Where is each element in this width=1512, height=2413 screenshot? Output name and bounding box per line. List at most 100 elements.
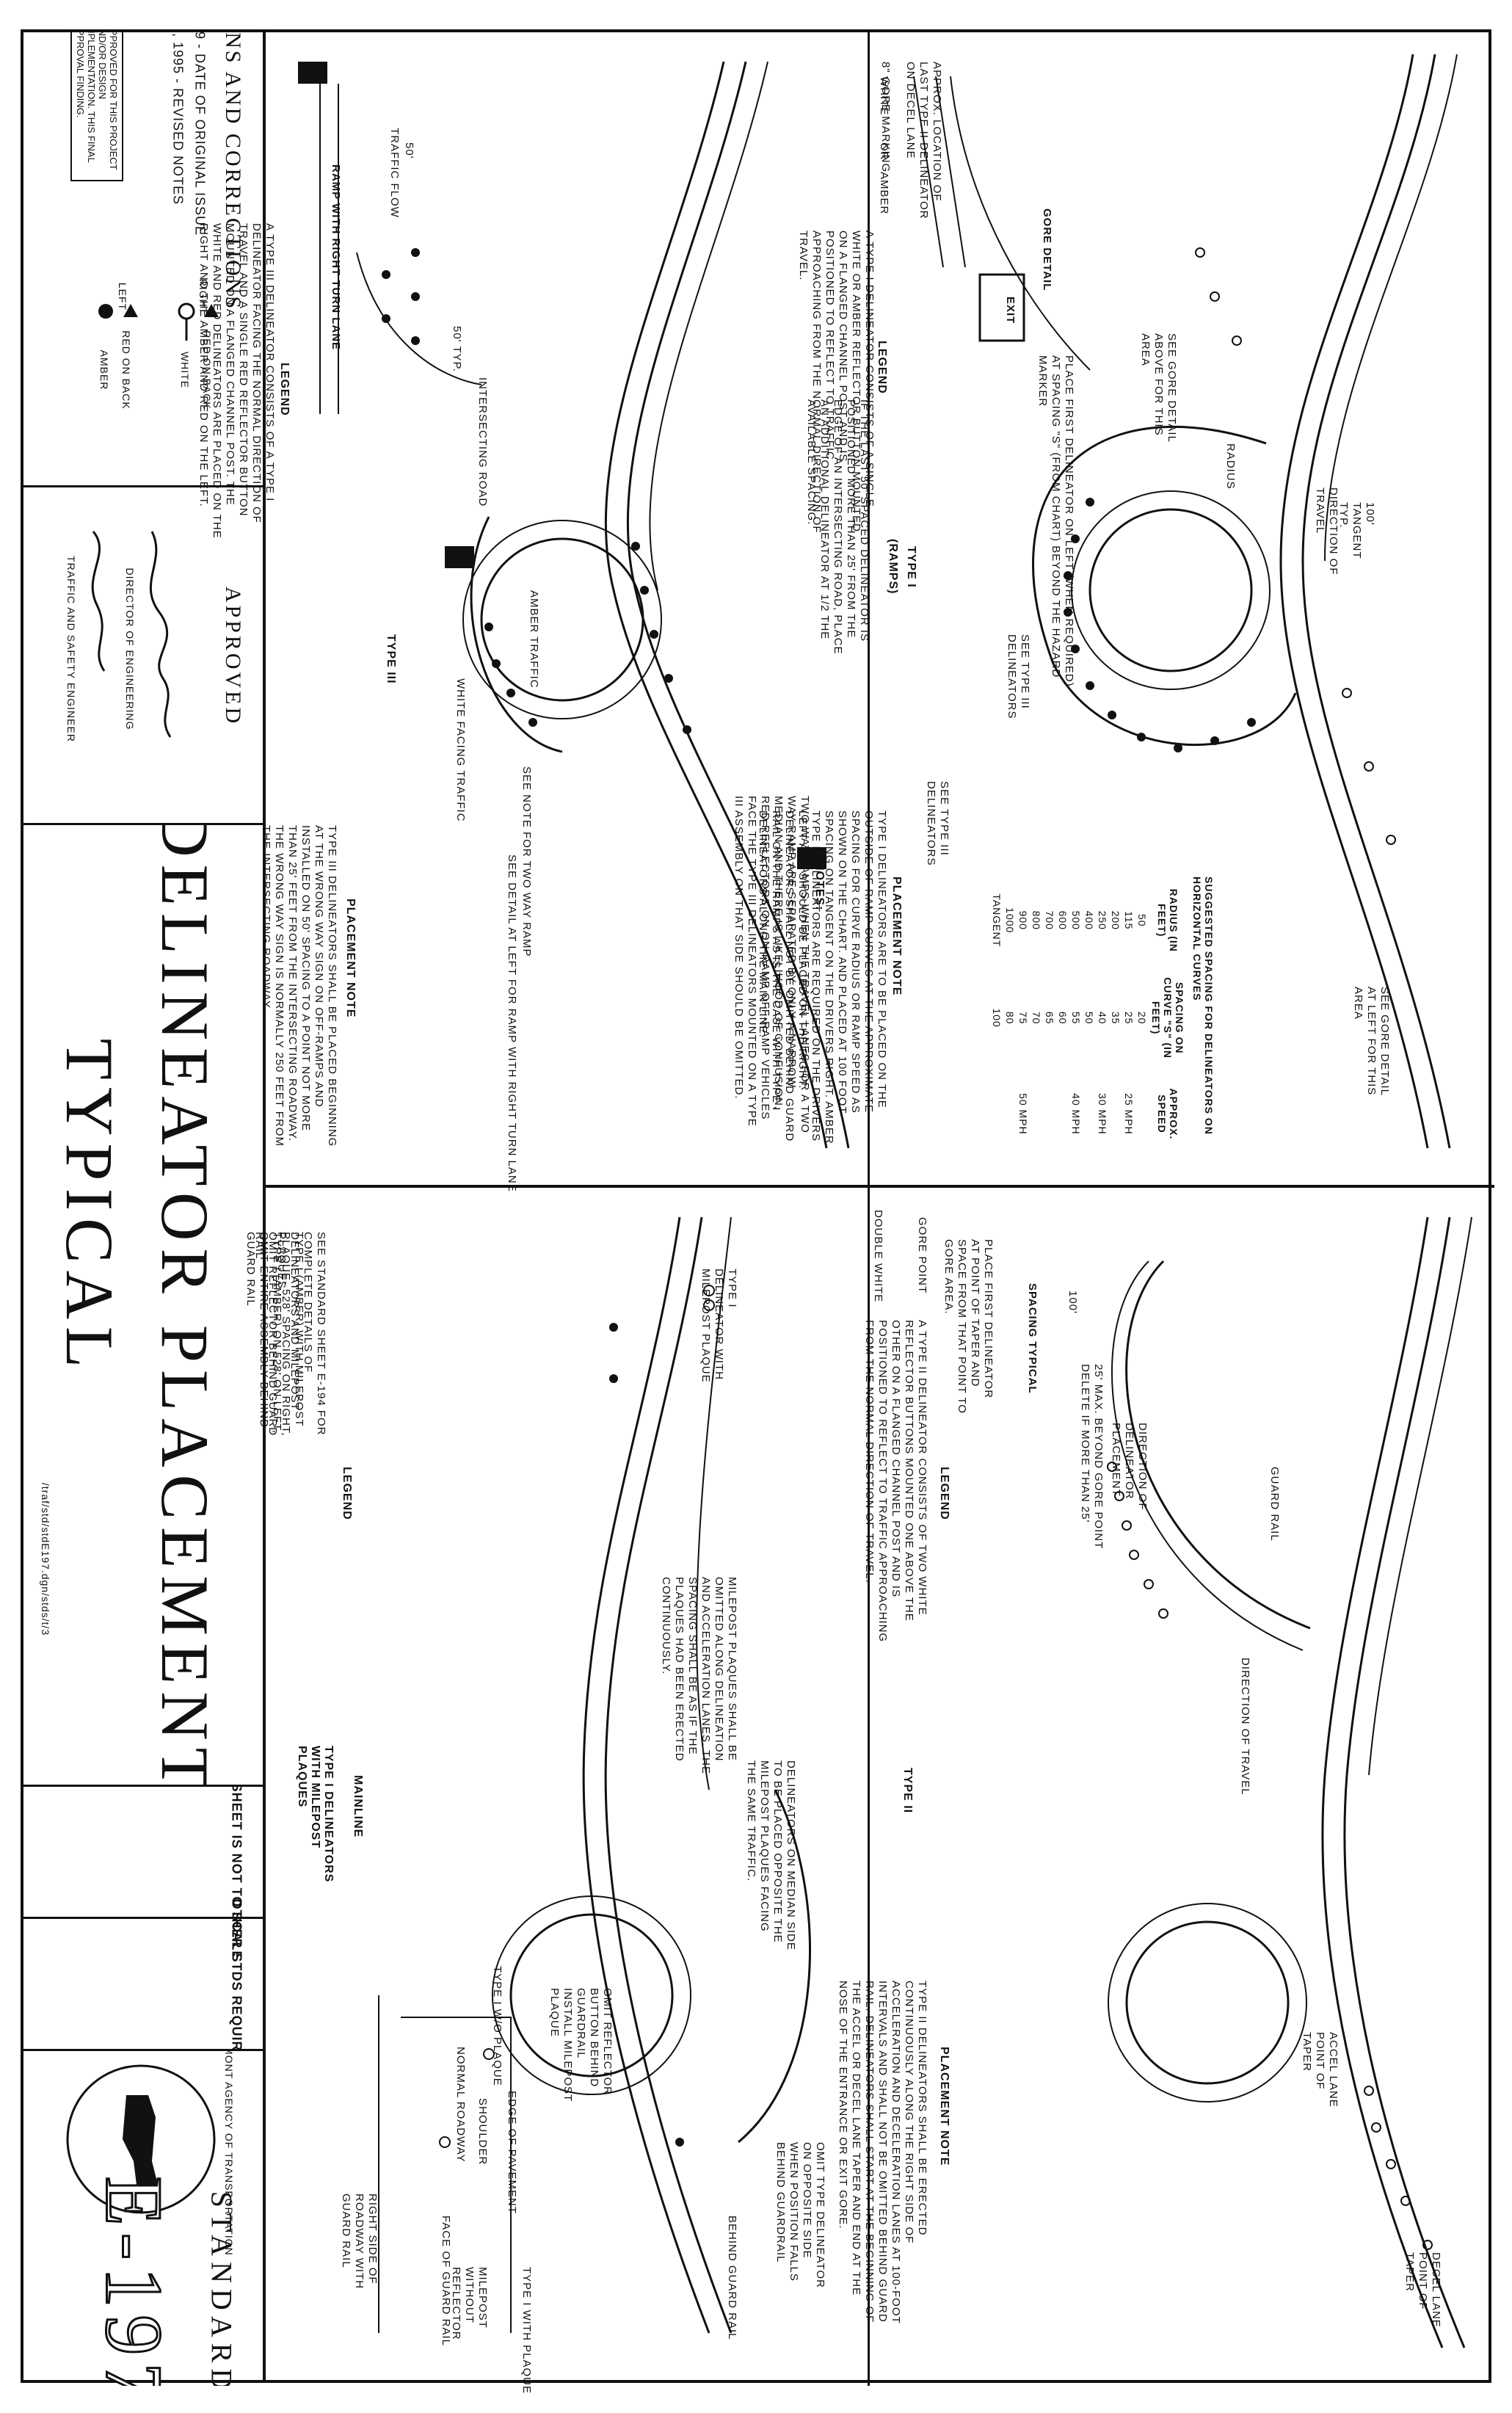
spacing-cell: 115 bbox=[1123, 911, 1135, 930]
legend-color-or: OR bbox=[878, 142, 890, 161]
direction-travel-label: DIRECTION OF TRAVEL bbox=[1314, 487, 1340, 576]
spacing-typical-heading: SPACING TYPICAL bbox=[1026, 1283, 1039, 1394]
spacing-cell: 600 bbox=[1057, 910, 1069, 930]
type2-legend-heading: LEGEND bbox=[938, 1467, 951, 1520]
type3-heading: TYPE III bbox=[385, 634, 397, 684]
accel-lane-label: ACCEL LANE POINT OF TAPER bbox=[1301, 2032, 1340, 2108]
main-title-line1: DELINEATOR PLACEMENT bbox=[148, 825, 222, 1787]
median-note: DELINEATORS ON MEDIAN SIDE TO BE PLACED … bbox=[745, 1760, 797, 1951]
spacing-cell: 40 bbox=[1097, 1011, 1108, 1025]
standard-label: STANDARD bbox=[205, 2191, 239, 2386]
approved-cell: APPROVED DIRECTOR OF ENGINEERING TRAFFIC… bbox=[23, 487, 263, 825]
spacing-cell: 70 bbox=[1031, 1011, 1042, 1025]
type3-placement-heading: PLACEMENT NOTE bbox=[344, 899, 357, 1018]
see-gore-label: SEE GORE DETAIL ABOVE FOR THIS AREA bbox=[1139, 333, 1178, 443]
right-side-label: RIGHT SIDE OF ROADWAY WITH GUARD RAIL bbox=[340, 2194, 379, 2290]
spacing-cell: 250 bbox=[1097, 910, 1108, 930]
white-facing-label: WHITE FACING TRAFFIC bbox=[454, 678, 467, 822]
exit-sign-text: EXIT bbox=[1004, 297, 1017, 324]
spacing-100-label: 100' bbox=[1066, 1291, 1079, 1314]
spacing-cell: 400 bbox=[1083, 910, 1095, 930]
shoulder-label: SHOULDER bbox=[476, 2098, 489, 2166]
intersecting-road-label: INTERSECTING ROAD bbox=[476, 377, 489, 507]
spacing-row: 250 40 30 MPH bbox=[1096, 877, 1109, 1156]
milepost-note: MILEPOST PLAQUES SHALL BE OMITTED ALONG … bbox=[660, 1577, 738, 1775]
spacing-chart: SUGGESTED SPACING FOR DELINEATORS ON HOR… bbox=[990, 877, 1215, 1156]
guard-rail-label: GUARD RAIL bbox=[1268, 1467, 1281, 1542]
type1-legend-text: A TYPE I DELINEATOR CONSISTS OF A SINGLE… bbox=[797, 231, 876, 534]
mainline-subheading: TYPE I DELINEATORS WITH MILEPOST PLAQUES bbox=[296, 1746, 335, 1883]
tangent-label: 100' TANGENT TYP. bbox=[1337, 502, 1376, 559]
signer-1-title: DIRECTOR OF ENGINEERING bbox=[124, 567, 136, 730]
mainline-drawing bbox=[378, 1216, 811, 2334]
wrong-way-sign-icon-3 bbox=[797, 847, 826, 869]
spacing-cell: 50 bbox=[1136, 913, 1148, 927]
type1-legend-heading: LEGEND bbox=[876, 341, 888, 394]
wrong-way-sign-icon-2 bbox=[445, 546, 474, 568]
type3-drawing bbox=[298, 61, 850, 1149]
spacing-cell: 25 bbox=[1123, 1011, 1135, 1025]
spacing-cell: TANGENT bbox=[991, 893, 1003, 948]
gore-detail-heading: GORE DETAIL bbox=[1041, 208, 1053, 291]
other-stds: OTHER STDS REQUIRED bbox=[229, 1898, 244, 2051]
amber-reflector-icon bbox=[98, 304, 113, 319]
type2-drawing bbox=[1107, 1216, 1472, 2348]
spacing-cell: 900 bbox=[1017, 910, 1029, 930]
spacing-cell: 20 bbox=[1136, 1011, 1148, 1025]
type1-subheading: (RAMPS) bbox=[887, 539, 899, 595]
spacing-cell: 25 MPH bbox=[1123, 1093, 1135, 1135]
spacing-cell: 800 bbox=[1031, 910, 1042, 930]
panel-mainline: TYPE I DELINEATOR WITH MILEPOST PLAQUE S… bbox=[244, 1188, 868, 2394]
spacing-cell: 30 MPH bbox=[1097, 1093, 1108, 1135]
signatures bbox=[91, 531, 172, 738]
spacing-cell: 200 bbox=[1110, 910, 1122, 930]
standard-number: E-197 bbox=[88, 2175, 180, 2386]
direction-delineator-label: DIRECTION OF DELINEATOR PLACEMENT bbox=[1110, 1423, 1149, 1511]
main-title-line2: TYPICAL bbox=[52, 1038, 127, 1376]
chart-header-radius: RADIUS (IN FEET) bbox=[1156, 888, 1180, 952]
spacing-row: 115 25 25 MPH bbox=[1122, 877, 1135, 1156]
approx-location-label: APPROX. LOCATION OF LAST TYPE II DELINEA… bbox=[904, 62, 943, 219]
signature-2 bbox=[91, 531, 106, 672]
type3-legend-heading: LEGEND bbox=[278, 363, 291, 416]
file-path: /traf/std/stdE197.dgn/stds/t/3 bbox=[40, 1482, 51, 1636]
edge-pavement-label: EDGE OF PAVEMENT bbox=[506, 2091, 518, 2214]
spacing-cell: 50 MPH bbox=[1017, 1093, 1029, 1135]
type3-delineators bbox=[382, 248, 691, 734]
type2-legend-color: DOUBLE WHITE bbox=[872, 1210, 884, 1303]
traffic-flow-label: TRAFFIC FLOW bbox=[388, 128, 401, 218]
white-reflector-icon bbox=[178, 302, 195, 320]
exit-sign-icon bbox=[978, 273, 1025, 342]
drawing-sheet: REVISIONS AND CORRECTIONS JAN. 23, 1989 … bbox=[21, 29, 1494, 2394]
amber-traffic-label: AMBER TRAFFIC bbox=[528, 590, 540, 689]
mainline-legend-2: TYPE I (AMBER) ON 528' ON LEFT, OMIT ENT… bbox=[244, 1232, 283, 1434]
spacing-cell: 700 bbox=[1044, 910, 1055, 930]
type1-plaque-label: TYPE I W/O PLAQUE bbox=[491, 1966, 504, 2086]
type1-notes-heading: NOTES: bbox=[813, 862, 826, 911]
type1-placement-heading: PLACEMENT NOTE bbox=[890, 877, 903, 996]
place-first-label: PLACE FIRST DELINEATOR ON LEFT (WHEN REQ… bbox=[1036, 355, 1075, 687]
spacing-cell bbox=[1056, 1072, 1069, 1156]
spacing-cell: 55 bbox=[1070, 1011, 1082, 1025]
type1-delineators bbox=[1064, 498, 1256, 752]
type2-legend-text: A TYPE II DELINEATOR CONSISTS OF TWO WHI… bbox=[863, 1320, 928, 1643]
radius-label: RADIUS bbox=[1224, 443, 1237, 490]
upper-vertical-divider bbox=[868, 32, 870, 1185]
spacing-cell: 80 bbox=[1004, 1011, 1016, 1025]
mainline-heading: MAINLINE bbox=[352, 1775, 364, 1838]
type1-notes-text: TWO WAY RAMPS-WHEN THE TRAVEL LANES FOR … bbox=[733, 796, 811, 1133]
standard-cell: VERMONT AGENCY OF TRANSPORTATION STANDAR… bbox=[23, 2051, 263, 2386]
spacing-cell: 65 bbox=[1044, 1011, 1055, 1025]
spacing-cell bbox=[1083, 1072, 1096, 1156]
wrong-way-sign-icon bbox=[298, 62, 327, 84]
type2-direction-travel: DIRECTION OF TRAVEL bbox=[1239, 1658, 1251, 1796]
ramp-right-turn-label: RAMP WITH RIGHT TURN LANE bbox=[330, 164, 342, 351]
type1-with-label: TYPE I WITH PLAQUE bbox=[520, 2267, 533, 2395]
type2-place-first: PLACE FIRST DELINEATOR AT POINT OF TAPER… bbox=[942, 1239, 995, 1414]
